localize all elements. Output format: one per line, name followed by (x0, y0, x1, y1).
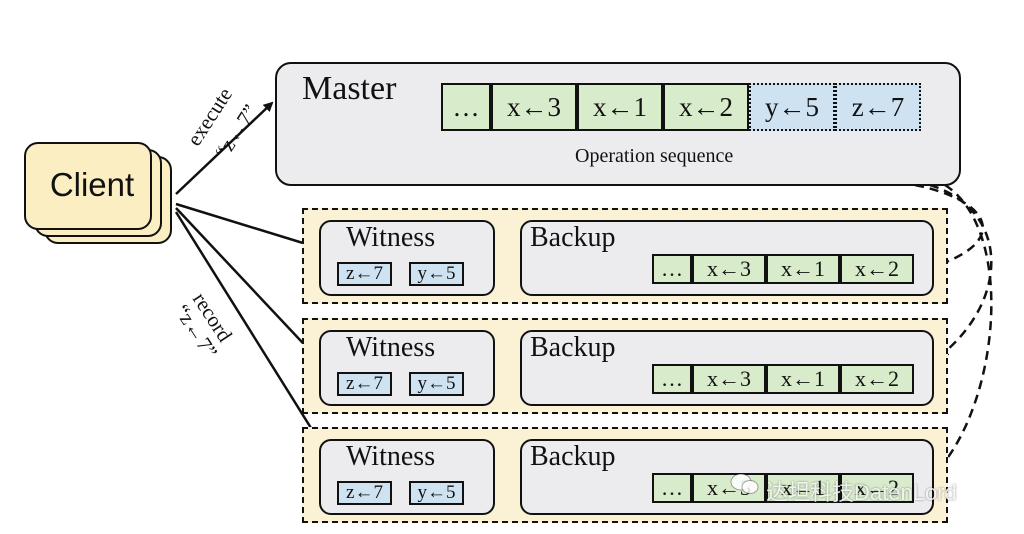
backup-title: Backup (530, 332, 616, 363)
master-op-cell: z←7 (835, 83, 921, 131)
witness-entry: y←5 (409, 481, 464, 505)
master-title: Master (302, 70, 397, 107)
backup-entry: … (652, 364, 692, 394)
witness-entry: z←7 (337, 481, 392, 505)
witness-title: Witness (346, 441, 436, 472)
backup-entry: x←3 (692, 364, 766, 394)
master-op-cell: … (441, 83, 491, 131)
backup-entry: … (652, 254, 692, 284)
client-label: Client (49, 166, 135, 203)
backup-title: Backup (530, 441, 616, 472)
backup-entry: … (652, 473, 692, 503)
watermark: 达坦科技DatenLord (766, 480, 957, 505)
backup-entry: x←1 (766, 254, 840, 284)
backup-entry: x←2 (840, 254, 914, 284)
wechat-icon (730, 473, 759, 494)
witness-entry: z←7 (337, 262, 392, 286)
backup-entry: x←2 (840, 473, 914, 503)
master-op-cell: x←1 (577, 83, 663, 131)
witness-box (319, 330, 495, 406)
master-op-cell: x←2 (663, 83, 749, 131)
backup-entry: x←1 (766, 473, 840, 503)
replicate-arrow-3 (936, 183, 993, 472)
master-op-cell: y←5 (749, 83, 835, 131)
execute-arrow (175, 101, 274, 195)
operation-sequence-caption: Operation sequence (575, 145, 734, 167)
record-arrow-1 (175, 202, 318, 250)
witness-entry: z←7 (337, 372, 392, 396)
backup-entry: x←1 (766, 364, 840, 394)
witness-entry: y←5 (409, 372, 464, 396)
record-arrow-2 (175, 207, 318, 359)
witness-title: Witness (346, 222, 436, 253)
replicate-arrow-2 (929, 183, 993, 358)
backup-title: Backup (530, 222, 616, 253)
witness-entry: y←5 (409, 262, 464, 286)
record-arrow-3 (174, 211, 318, 438)
backup-entry: x←2 (840, 364, 914, 394)
witness-title: Witness (346, 332, 436, 363)
client-card-front (24, 142, 152, 230)
backup-entry: x←3 (692, 254, 766, 284)
master-op-cell: x←3 (491, 83, 577, 131)
